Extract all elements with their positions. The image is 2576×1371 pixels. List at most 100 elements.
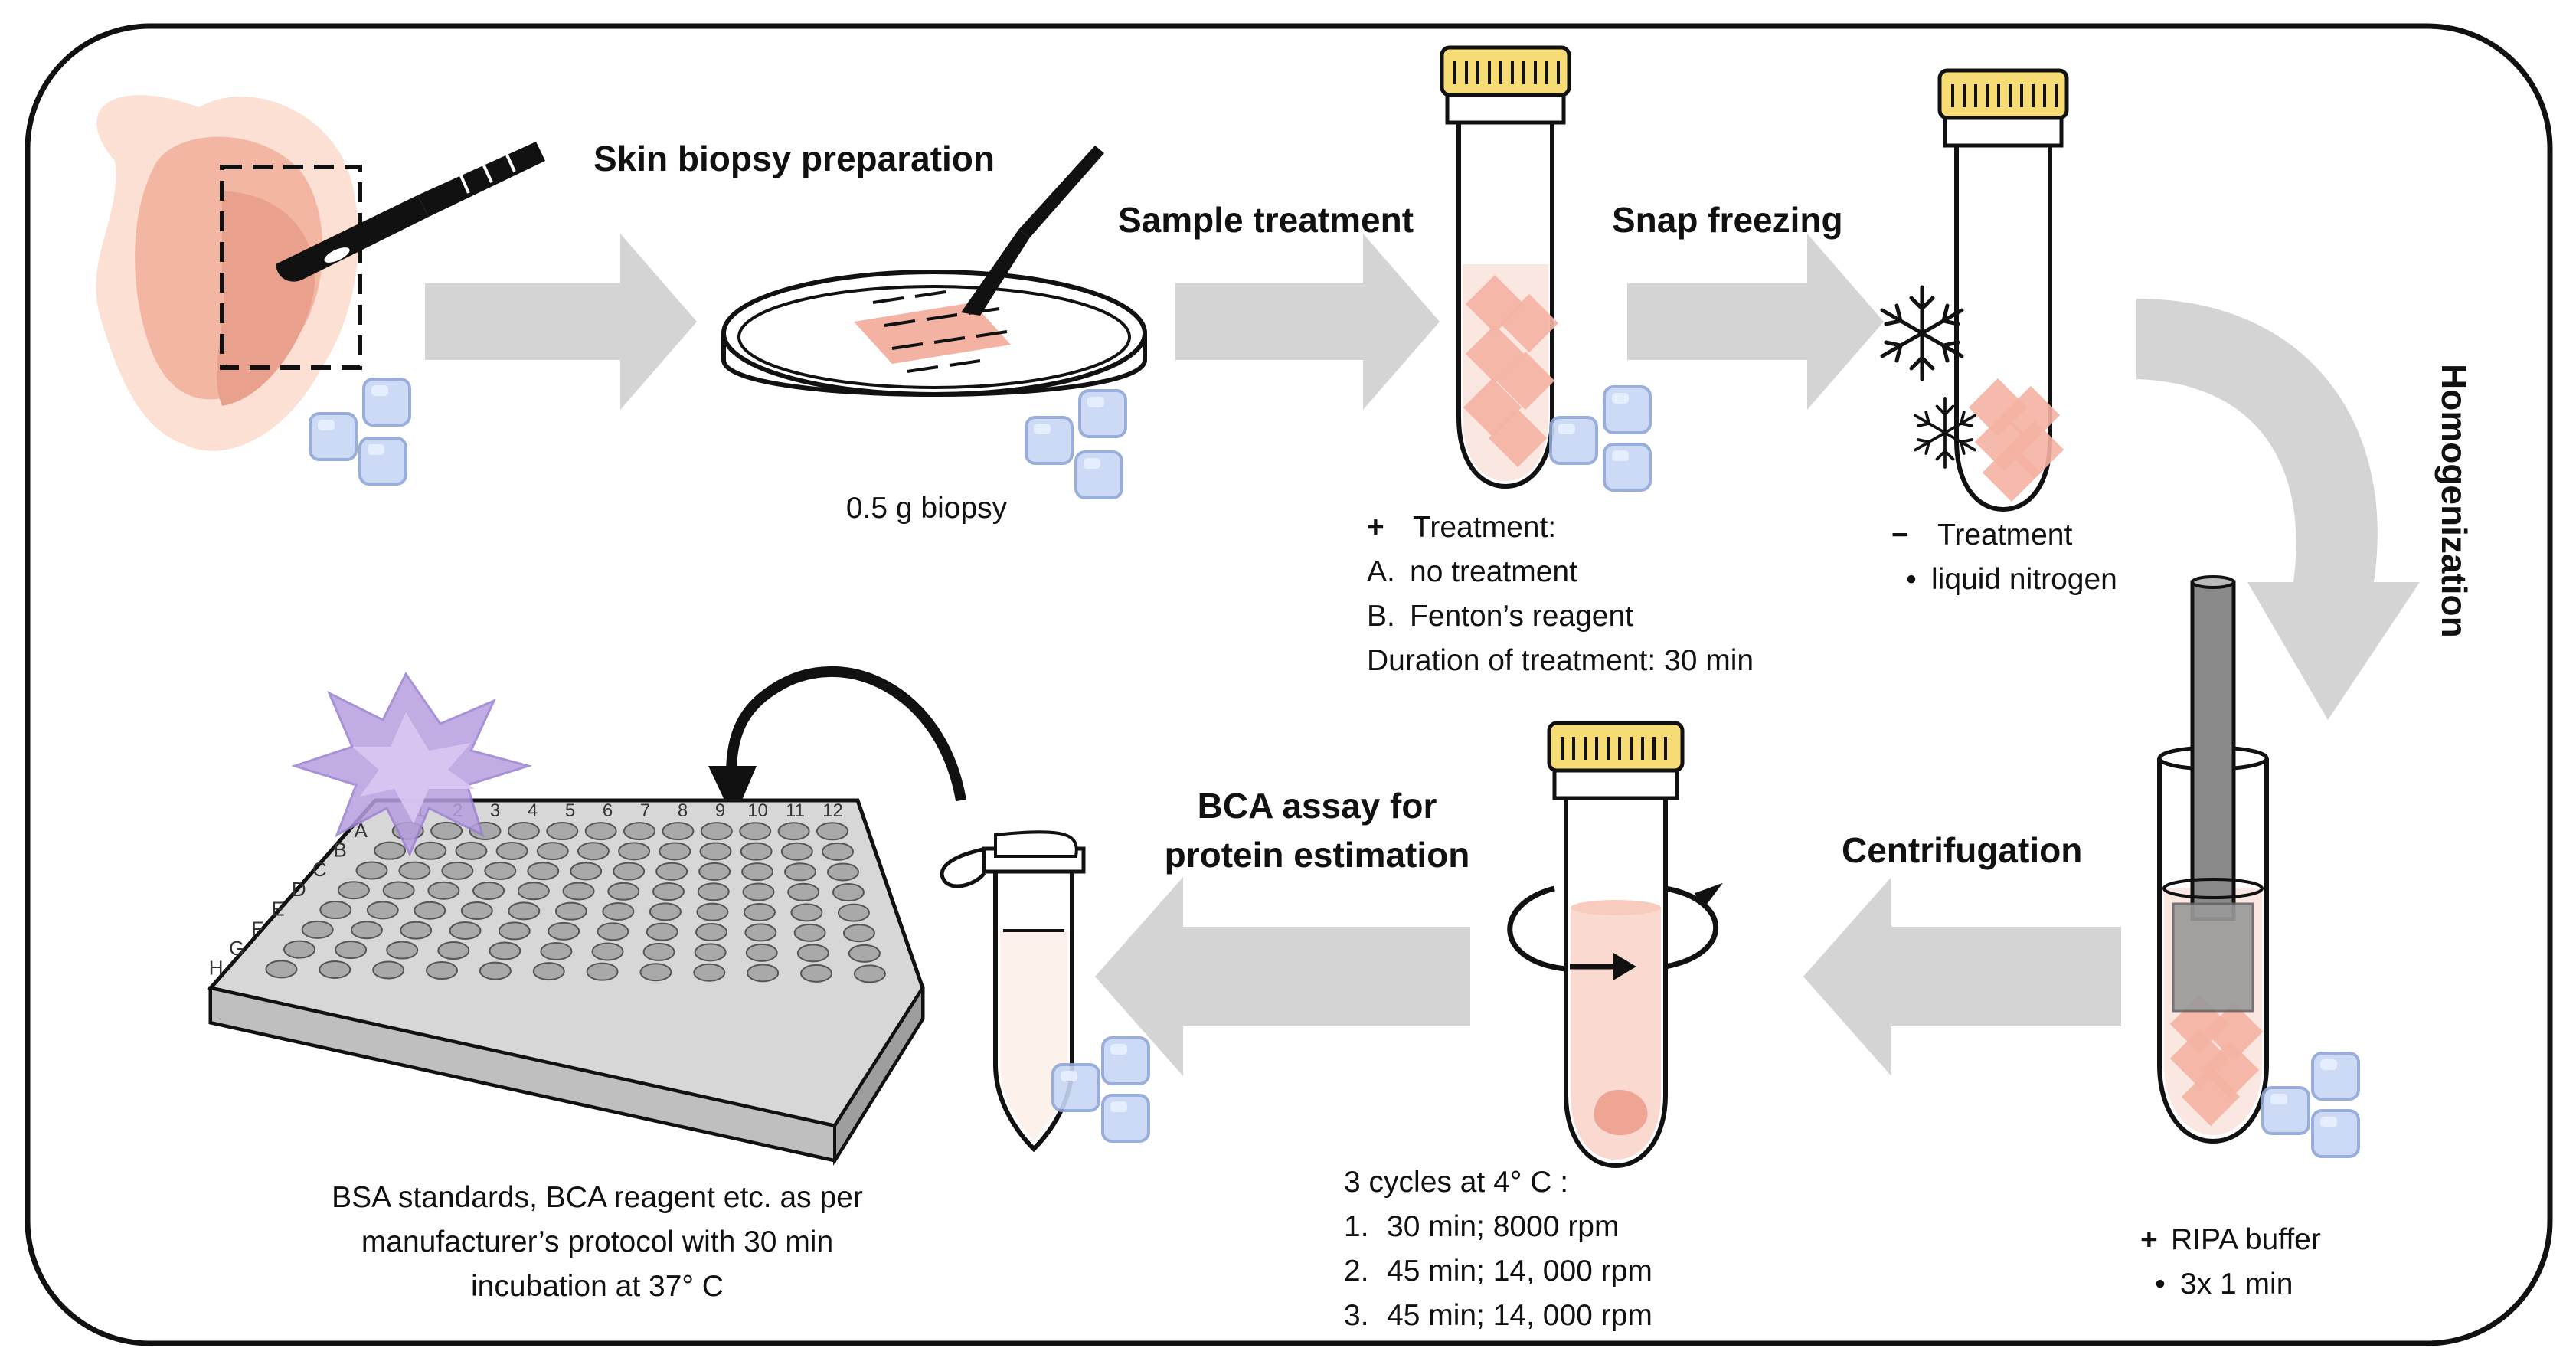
tube-icon: [1547, 721, 1685, 1169]
bca-note-line2: manufacturer’s protocol with 30 min: [361, 1225, 834, 1258]
well: [400, 921, 433, 940]
ice-cube-icon: [309, 378, 411, 486]
plate-column-label: 12: [822, 800, 843, 821]
plus-symbol: +: [2140, 1223, 2158, 1256]
centrifugation-note: 3 cycles at 4° C : 1.30 min; 8000 rpm 2.…: [1344, 1160, 1652, 1338]
plate-row-label: E: [272, 898, 285, 921]
well: [430, 821, 463, 840]
well: [319, 901, 352, 920]
flow-arrow: [1095, 877, 1470, 1076]
well: [441, 861, 474, 880]
well: [747, 964, 780, 983]
well: [694, 943, 727, 962]
well: [649, 902, 682, 921]
cycle-text: 45 min; 14, 000 rpm: [1387, 1299, 1652, 1332]
well: [790, 903, 823, 922]
well: [498, 921, 531, 941]
well: [337, 881, 370, 900]
biopsy-weight-note: 0.5 g biopsy: [845, 492, 1008, 525]
well: [699, 842, 732, 861]
well: [548, 921, 580, 941]
well: [472, 882, 505, 901]
well: [693, 963, 726, 982]
well: [623, 822, 656, 841]
freezing-note: −Treatment •liquid nitrogen: [1891, 513, 2117, 602]
step-title-bca-assay: BCA assay for protein estimation: [1133, 781, 1501, 879]
plate-column-label: 9: [715, 800, 725, 821]
curved-arrow-icon: [708, 666, 966, 820]
rotation-arrow-icon: [1507, 882, 1723, 981]
scalpel-icon: [276, 142, 545, 282]
plate-row-label: G: [229, 937, 244, 960]
well: [427, 881, 460, 900]
well: [744, 923, 777, 942]
well: [618, 842, 651, 861]
well: [372, 960, 405, 980]
well: [517, 882, 550, 901]
well: [484, 862, 517, 881]
well: [374, 841, 407, 860]
ice-cube-icon: [2261, 1052, 2360, 1158]
well: [437, 941, 470, 960]
well: [536, 842, 569, 861]
well: [532, 962, 565, 981]
well: [398, 861, 431, 880]
well: [787, 882, 820, 901]
well: [577, 842, 610, 861]
well: [740, 842, 773, 861]
well: [743, 902, 776, 921]
flow-arrow: [425, 234, 697, 410]
bca-title-line2: protein estimation: [1164, 835, 1470, 875]
well: [570, 862, 603, 881]
homogenization-note: +RIPA buffer •3x 1 min: [2140, 1218, 2321, 1307]
bullet: •: [2155, 1268, 2166, 1301]
option-b-text: Fenton’s reagent: [1410, 600, 1633, 633]
well: [698, 862, 731, 881]
well: [837, 903, 870, 922]
well: [426, 961, 459, 980]
tube-icon: [1440, 45, 1571, 489]
cycle-number: 1.: [1344, 1210, 1369, 1243]
well: [739, 822, 772, 841]
well: [848, 944, 881, 963]
well: [586, 962, 619, 981]
tube-icon: [1937, 68, 2069, 512]
well: [659, 842, 691, 861]
cycle-text: 30 min; 8000 rpm: [1387, 1210, 1620, 1243]
well: [584, 822, 617, 841]
cycle-number: 3.: [1344, 1299, 1369, 1332]
treatment-note: +Treatment: A.no treatment B.Fenton’s re…: [1367, 506, 1754, 683]
plate-row-label: C: [312, 858, 327, 881]
well: [562, 882, 595, 901]
plate-column-label: 6: [603, 800, 613, 821]
well: [366, 901, 399, 920]
well: [826, 862, 859, 882]
plate-column-label: 7: [640, 800, 650, 821]
well: [741, 862, 774, 882]
well: [662, 822, 695, 841]
well: [540, 941, 573, 960]
minus-symbol: −: [1891, 519, 1909, 551]
well: [652, 882, 685, 901]
well: [821, 842, 854, 861]
well: [350, 921, 383, 940]
well: [780, 842, 813, 861]
cycle-number: 2.: [1344, 1255, 1369, 1288]
flow-arrow: [1803, 877, 2121, 1076]
flow-arrow: [1627, 234, 1884, 410]
well: [386, 941, 419, 960]
well: [745, 943, 778, 962]
well: [335, 941, 368, 960]
flow-arrow: [1175, 234, 1440, 410]
bca-note-line1: BSA standards, BCA reagent etc. as per: [332, 1181, 863, 1214]
microtube-icon: [940, 830, 1086, 1153]
option-a-marker: A.: [1367, 555, 1395, 588]
plus-symbol: +: [1367, 511, 1384, 544]
well: [695, 923, 728, 942]
well: [784, 862, 817, 882]
option-a-text: no treatment: [1410, 555, 1577, 588]
plate-column-label: 10: [747, 800, 768, 821]
well: [554, 901, 587, 921]
